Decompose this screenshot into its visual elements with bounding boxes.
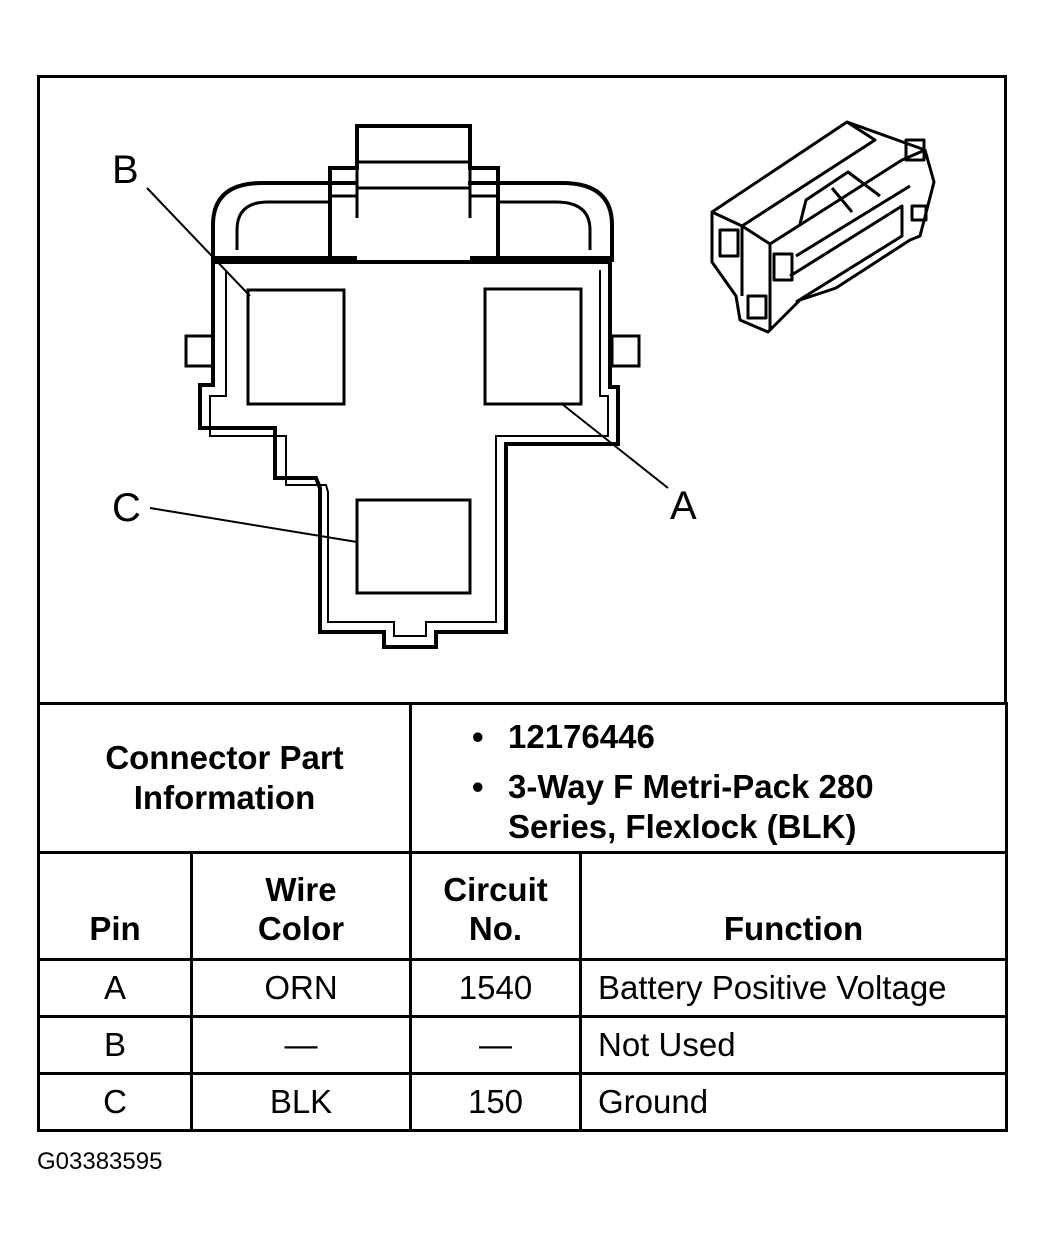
connector-diagram [37,75,1007,705]
connector-isometric-view [710,120,936,334]
header-pin: Pin [37,851,193,961]
cell-pin: B [37,1015,193,1075]
leader-line-b [146,187,251,297]
iso-latch-tab [904,138,926,162]
cell-function: Battery Positive Voltage [579,958,1008,1018]
pin-label-a: A [670,484,697,528]
connector-face-view [184,124,641,649]
iso-cavity-1 [718,228,740,258]
latch-arch-inner [235,200,330,250]
latch-arch-outer [211,181,358,262]
cell-circuit-no: 150 [409,1072,582,1132]
header-circuit-no: Circuit No. [409,851,582,961]
connector-face-inner-outline [209,270,609,637]
cell-circuit-no: 1540 [409,958,582,1018]
cell-pin: C [37,1072,193,1132]
part-number: 12176446 [508,718,655,755]
latch-arch-outer-right [468,181,614,262]
table-row: C BLK 150 Ground [37,1072,1008,1132]
figure-id: G03383595 [37,1148,163,1175]
bullet-dot-icon: • [472,768,484,805]
part-description-line: • 3-Way F Metri-Pack 280 Series, Flexloc… [472,767,948,847]
top-hump [328,124,500,262]
iso-side-tab [910,204,928,222]
pin-label-c: C [112,486,141,530]
leader-line-c [149,507,358,543]
cell-function: Ground [579,1072,1008,1132]
part-description: 3-Way F Metri-Pack 280 Series, Flexlock … [508,768,874,845]
side-tab-right [610,334,641,368]
connector-info-table: Connector Part Information • 12176446 • … [37,702,1008,1132]
header-wire-color-text: Wire Color [257,871,345,947]
connector-part-label-text: Connector Part Information [105,739,344,816]
iso-top-face [711,120,877,228]
part-number-line: • 12176446 [472,717,1005,757]
table-row: A ORN 1540 Battery Positive Voltage [37,958,1008,1018]
cell-wire-color: — [190,1015,412,1075]
column-header-row: Pin Wire Color Circuit No. Function [37,851,1008,961]
cavity-b [246,288,346,406]
connector-part-label: Connector Part Information [37,702,412,854]
leader-line-a [561,403,669,489]
cell-pin: A [37,958,193,1018]
cell-wire-color: BLK [190,1072,412,1132]
connector-face-outline [198,260,620,649]
header-wire-color: Wire Color [190,851,412,961]
cell-circuit-no: — [409,1015,582,1075]
table-row: B — — Not Used [37,1015,1008,1075]
iso-side-detail [789,184,911,304]
header-function: Function [579,851,1008,961]
bullet-dot-icon: • [472,718,484,755]
cell-function: Not Used [579,1015,1008,1075]
side-tab-left [184,334,215,368]
header-circuit-no-text: Circuit No. [443,871,548,947]
cavity-a [483,287,583,406]
latch-arch-inner-right [498,200,592,250]
connector-part-row: Connector Part Information • 12176446 • … [37,702,1008,854]
cell-wire-color: ORN [190,958,412,1018]
iso-cavity-2 [772,252,794,282]
iso-latch [769,148,926,246]
pin-label-b: B [112,148,139,192]
connector-part-values: • 12176446 • 3-Way F Metri-Pack 280 Seri… [409,702,1008,854]
iso-cavity-3 [746,294,768,320]
leader-lines [146,187,669,543]
cavity-c [355,498,472,595]
